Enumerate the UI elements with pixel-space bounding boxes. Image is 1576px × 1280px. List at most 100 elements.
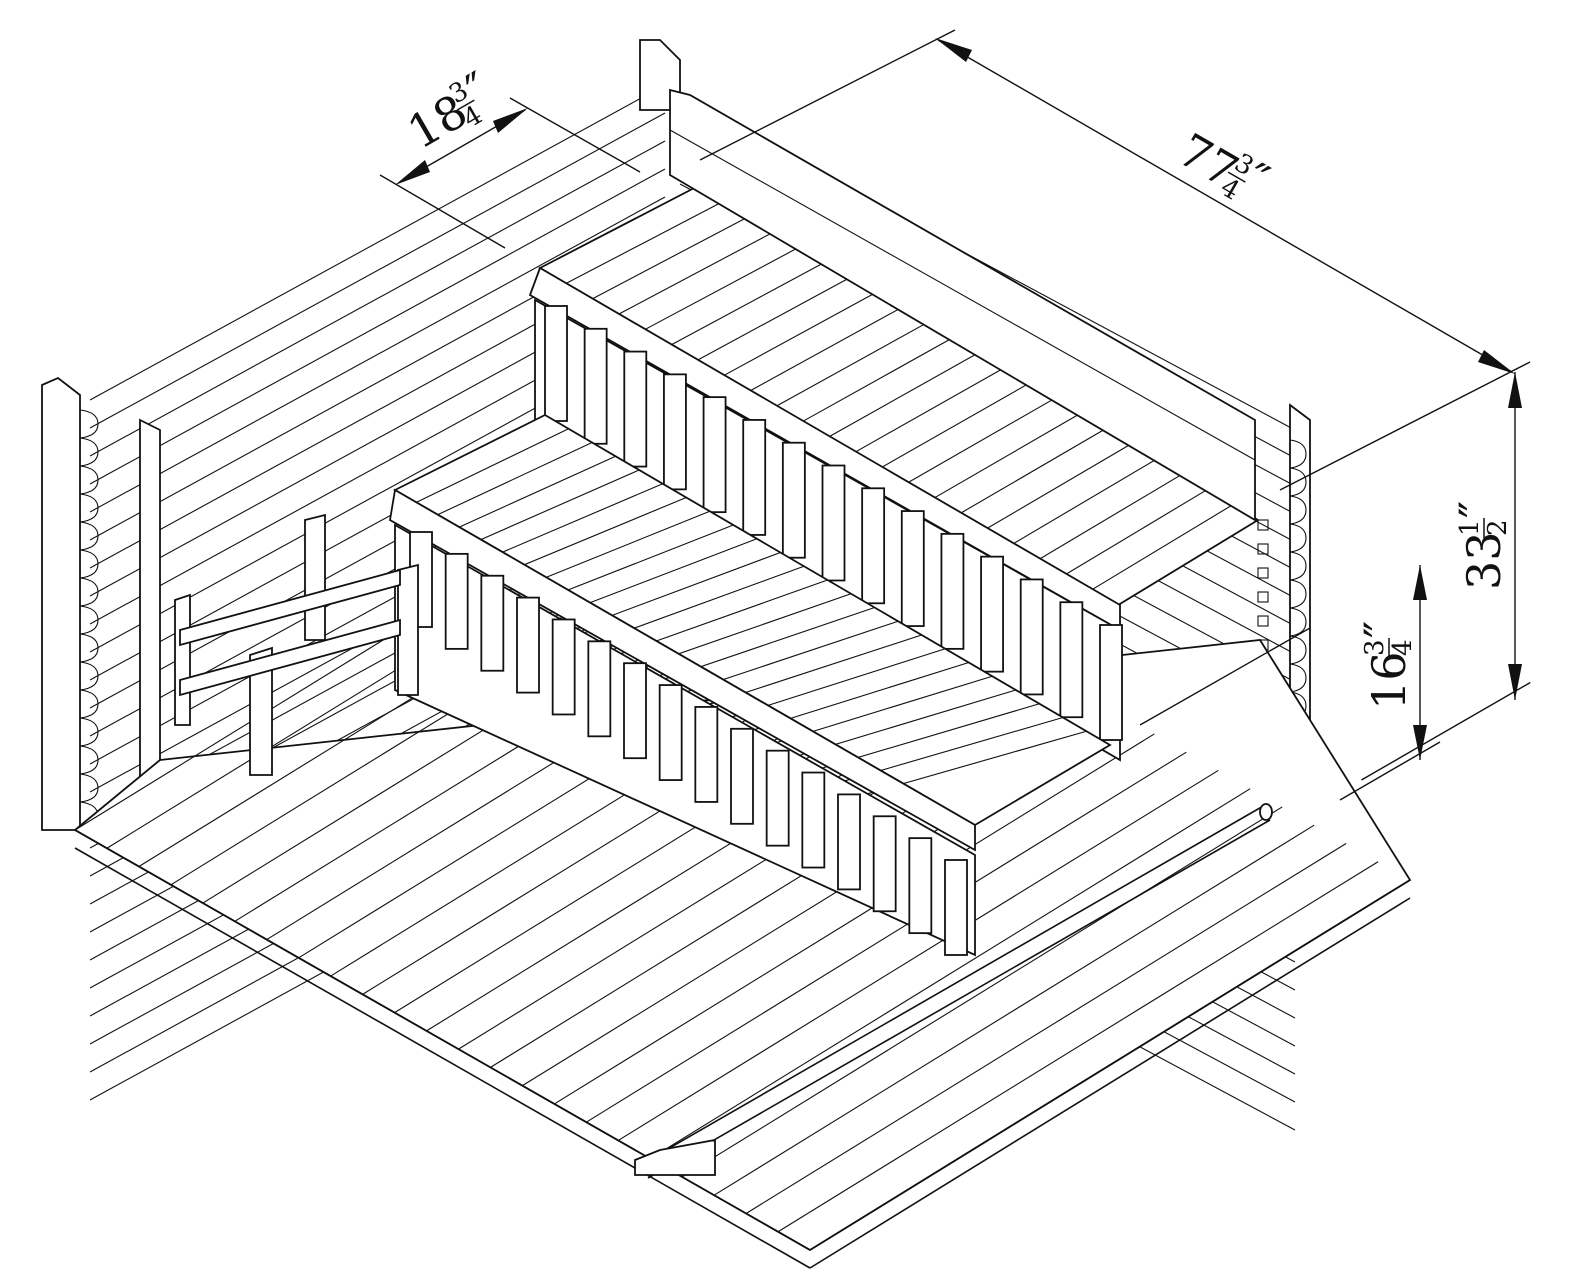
extension-line — [1139, 627, 1311, 726]
lower-bench-slat — [765, 749, 790, 847]
dimension-line — [937, 39, 1513, 373]
upper-bench-slat — [1019, 578, 1044, 696]
seat-slat — [721, 291, 878, 378]
seat-slat — [747, 306, 904, 393]
seat-slat — [850, 367, 1005, 456]
floor-plank — [617, 769, 1219, 1141]
upper-bench-slat — [940, 532, 965, 650]
extension-line — [1339, 741, 1441, 801]
wall-log-line — [89, 84, 666, 401]
seat-slat — [876, 382, 1030, 471]
dimension-lower-height: 16 3 4 ″ — [1139, 565, 1441, 801]
upper-bench-slat — [821, 464, 846, 582]
dimension-whole: 16 — [1362, 651, 1416, 710]
lower-bench-slat — [551, 618, 576, 716]
log-end — [79, 633, 99, 663]
seat-slat — [824, 352, 980, 440]
upper-bench-slat — [1099, 624, 1123, 741]
upper-bench-slat — [1059, 601, 1084, 719]
seat-slat — [695, 275, 853, 362]
upper-bench-slat — [980, 555, 1004, 673]
wall-log-line — [89, 140, 666, 457]
rail-post-cap — [634, 1138, 716, 1176]
upper-bench-slat — [663, 373, 687, 491]
arrow-icon — [493, 108, 528, 133]
seat-slat — [928, 412, 1081, 502]
front-rail-bottom — [647, 819, 1271, 1179]
upper-bench-slat — [702, 396, 727, 514]
wall-notch — [1257, 567, 1269, 579]
floor-plank — [649, 788, 1251, 1160]
log-end — [79, 745, 99, 775]
seat-slat — [643, 245, 802, 331]
side-post — [249, 646, 273, 776]
log-end — [79, 521, 99, 551]
arrow-icon — [1508, 372, 1522, 408]
wall-log-line — [89, 196, 666, 513]
upper-bench-slat — [583, 327, 608, 445]
seat-slat — [798, 336, 954, 424]
dimension-unit: ″ — [1449, 501, 1503, 518]
extension-line — [1279, 361, 1531, 491]
floor-plank — [777, 861, 1379, 1233]
seat-slat — [772, 321, 929, 409]
seat-slat — [1031, 473, 1183, 564]
wall-log-line — [89, 112, 666, 429]
backrest — [669, 88, 1256, 522]
seat-slat — [565, 199, 726, 285]
seat-slat — [412, 428, 569, 505]
log-end — [79, 661, 99, 691]
seat-slat — [902, 397, 1056, 487]
dimension-numerator: 3 — [1360, 639, 1390, 656]
log-end — [79, 465, 99, 495]
log-end — [1289, 551, 1307, 581]
floor-plank — [713, 824, 1315, 1196]
backrest-board — [669, 129, 1256, 461]
extension-line — [1361, 681, 1531, 781]
arrow-icon — [1413, 725, 1427, 760]
wall-notch — [1257, 591, 1269, 603]
log-end — [79, 493, 99, 523]
dimension-denominator: 2 — [1483, 519, 1513, 536]
seat-slat — [430, 442, 593, 519]
wall-notch — [1257, 519, 1269, 531]
upper-bench-slat — [544, 305, 568, 422]
seat-slat — [1083, 504, 1233, 595]
arrow-icon — [935, 38, 972, 62]
seat-slat — [502, 496, 687, 575]
upper-bench-slat — [900, 510, 925, 627]
front-rail-top — [639, 804, 1266, 1166]
extension-line — [699, 29, 956, 161]
left-wall-end-post — [41, 376, 81, 831]
log-end — [1289, 495, 1307, 525]
upper-bench-slat — [781, 441, 806, 559]
arrow-icon — [1478, 350, 1515, 374]
lower-bench-slat — [623, 662, 647, 760]
log-end — [1289, 467, 1307, 497]
bench-tiers — [174, 88, 1260, 957]
seat-slat — [591, 214, 751, 300]
seat-slat — [538, 524, 734, 603]
side-post — [397, 563, 419, 696]
log-end — [79, 689, 99, 719]
lower-bench-slat — [658, 684, 683, 781]
log-end — [1289, 439, 1307, 469]
wall-notch — [1257, 543, 1269, 555]
seat-slat — [1006, 458, 1157, 549]
seat-slat — [466, 469, 640, 547]
dimension-denominator: 4 — [1388, 639, 1418, 656]
log-end — [79, 549, 99, 579]
dimension-whole: 33 — [1457, 531, 1511, 590]
floor-plank — [554, 733, 1155, 1105]
upper-bench-slat — [861, 487, 886, 605]
seat-slat — [617, 230, 777, 316]
floor-plank — [681, 806, 1283, 1178]
lower-bench-slat — [801, 771, 826, 869]
seat-slat — [669, 260, 828, 347]
seat-slat — [520, 510, 710, 589]
lower-bench-slat — [872, 815, 897, 913]
log-end — [79, 773, 99, 803]
log-end — [1289, 635, 1307, 665]
log-end — [79, 717, 99, 747]
floor-front-edge — [809, 879, 1411, 1251]
